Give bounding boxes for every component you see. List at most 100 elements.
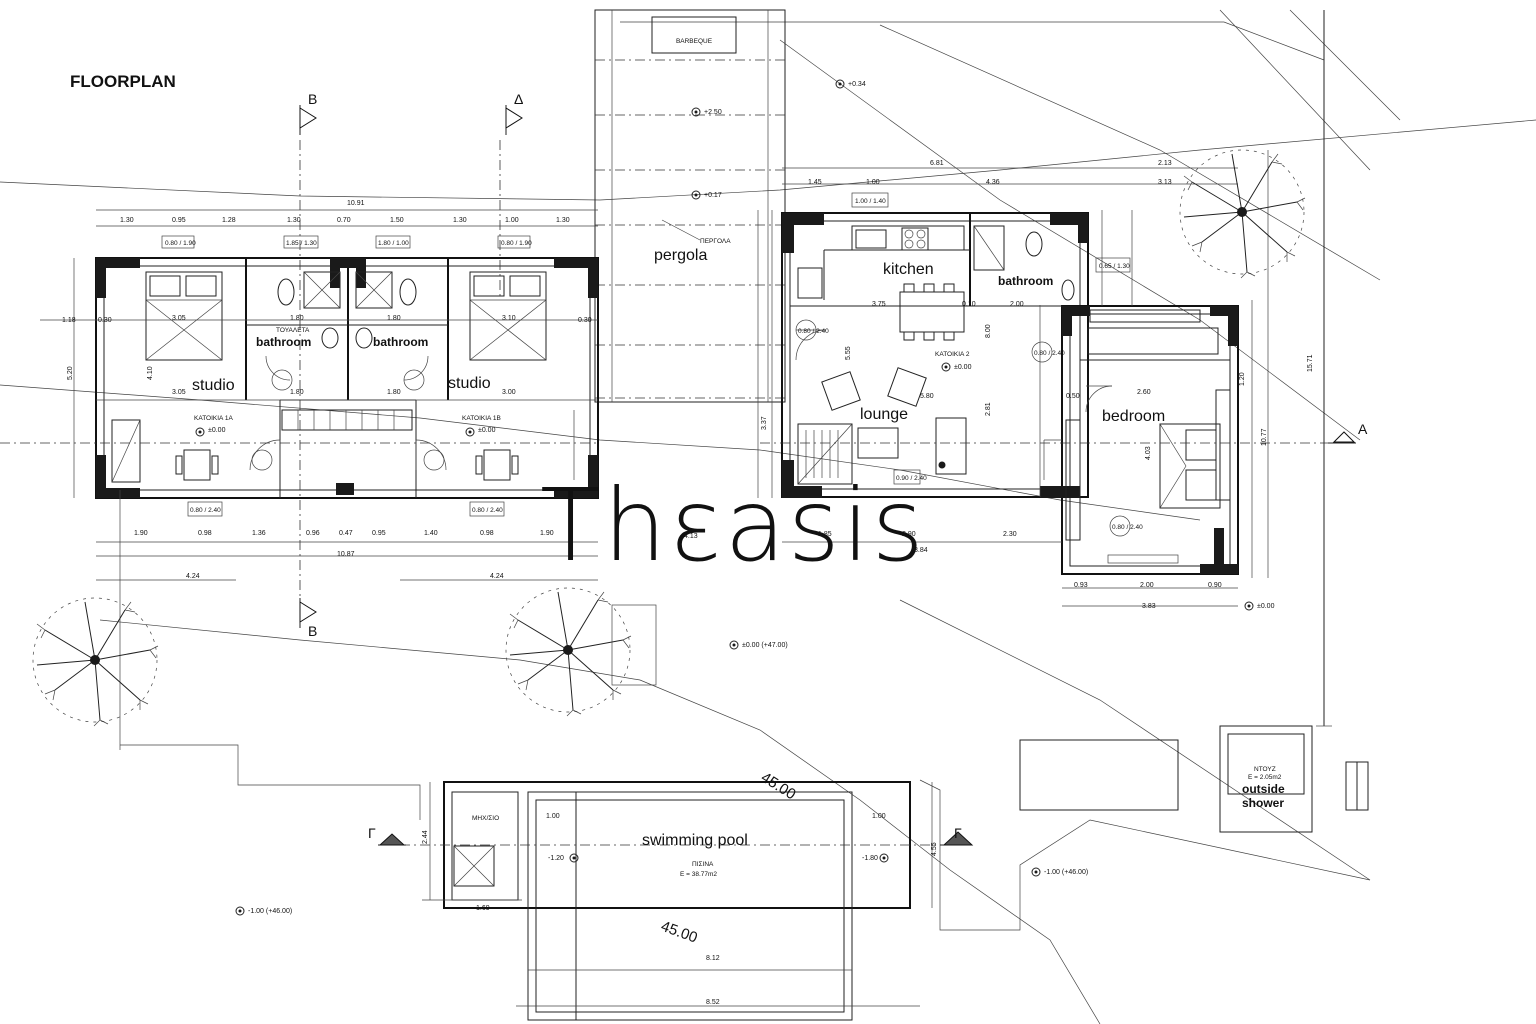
door-tag-2: 0.80 / 2.40 <box>472 507 503 514</box>
shower-area-label: E = 2.05m2 <box>1248 774 1282 781</box>
level-unit-1b: ±0.00 <box>478 427 496 434</box>
room-label-studio-a: studio <box>192 377 235 394</box>
dim-left-top-1: 1.30 <box>120 217 134 224</box>
left-dimension-lines <box>0 140 600 750</box>
dim-bedroom-bottom-1: 0.93 <box>1074 582 1088 589</box>
level-marker-terrace: ±0.00 (+47.00) <box>742 642 788 649</box>
dim-right-inner-6: 2.81 <box>985 402 992 416</box>
barbeque-label: BARBEQUE <box>676 38 713 45</box>
door-tag-1: 0.80 / 2.40 <box>190 507 221 514</box>
dim-bedroom-bottom-3: 0.90 <box>1208 582 1222 589</box>
door-tag-4: 0.80 / 2.40 <box>798 328 829 335</box>
room-label-bathroom-a: bathroom <box>256 335 311 349</box>
section-letter-d-top: Δ <box>514 91 523 107</box>
thesis-watermark: Thεasis <box>540 467 926 584</box>
left-level-markers <box>195 427 475 437</box>
dim-right-inner-2: 0.10 <box>962 301 976 308</box>
dim-right-top-5: 4.36 <box>986 179 1000 186</box>
level-marker-3: +0.17 <box>704 192 722 199</box>
dim-pool-2: 1.00 <box>872 813 886 820</box>
dim-pool-5: 8.12 <box>706 955 720 962</box>
unit-label-1a: ΚΑΤΟΙΚΙΑ 1Α <box>194 415 233 422</box>
dim-inner-7: 1.80 <box>290 389 304 396</box>
right-opening-tags: 1.00 / 1.40 0.65 / 1.30 0.90 / 2.40 0.80… <box>795 192 1143 537</box>
dim-right-v-1: 15.71 <box>1307 354 1314 372</box>
door-tag-3: 0.90 / 2.40 <box>896 475 927 482</box>
toilet-label: ΤΟΥΑΛΕΤΑ <box>276 327 310 334</box>
dim-left-side-1: 4.24 <box>186 573 200 580</box>
section-marker-g-left <box>378 833 406 846</box>
dim-left-top-9: 1.30 <box>556 217 570 224</box>
dim-right-inner-7: 2.60 <box>1137 389 1151 396</box>
dim-right-v-4: 4.03 <box>1145 446 1152 460</box>
dim-left-top-6: 1.50 <box>390 217 404 224</box>
section-marker-b-top <box>299 105 317 135</box>
level-marker-1: +0.34 <box>848 81 866 88</box>
dim-left-top-4: 1.30 <box>287 217 301 224</box>
level-unit-1a: ±0.00 <box>208 427 226 434</box>
door-tag-6: 0.80 / 2.40 <box>1112 524 1143 531</box>
dim-left-bottom-2: 0.98 <box>198 530 212 537</box>
outdoor-block <box>1019 739 1179 811</box>
unit-label-1b: ΚΑΤΟΙΚΙΑ 1Β <box>462 415 501 422</box>
dim-pool-4: 1.69 <box>476 905 490 912</box>
window-tag-4: 0.80 / 1.90 <box>501 240 532 247</box>
left-opening-tags: 0.80 / 1.90 1.85 / 1.30 1.80 / 1.00 0.80… <box>161 235 532 517</box>
pergola-structure: BARBEQUE <box>594 9 786 403</box>
window-tag-6: 0.65 / 1.30 <box>1099 263 1130 270</box>
section-marker-b-bottom <box>299 598 317 628</box>
dim-left-top-8: 1.00 <box>505 217 519 224</box>
dim-left-top-2: 0.95 <box>172 217 186 224</box>
dim-left-bottom-3: 1.36 <box>252 530 266 537</box>
dim-left-side-2: 4.24 <box>490 573 504 580</box>
plan-title: FLOORPLAN <box>70 72 176 91</box>
dim-left-v-2: 5.20 <box>67 366 74 380</box>
dim-right-top-6: 3.13 <box>1158 179 1172 186</box>
dim-left-bottom-4: 0.96 <box>306 530 320 537</box>
dim-left-total-top: 10.91 <box>347 200 365 207</box>
dim-inner-3: 1.80 <box>387 315 401 322</box>
room-label-swimming-pool: swimming pool <box>642 832 748 849</box>
door-tag-5: 0.80 / 2.40 <box>1034 350 1065 357</box>
dim-right-top-1: 6.81 <box>930 160 944 167</box>
section-marker-g-right <box>940 831 974 846</box>
room-label-pergola: pergola <box>654 247 707 264</box>
dim-pool-1: 1.00 <box>546 813 560 820</box>
shower-greek-label: ΝΤΟΥΖ <box>1254 766 1276 773</box>
dim-left-total-bottom: 10.87 <box>337 551 355 558</box>
room-label-kitchen: kitchen <box>883 261 934 278</box>
dim-right-bottom-2: 1.85 <box>818 531 832 538</box>
dim-left-bottom-8: 0.98 <box>480 530 494 537</box>
room-label-bedroom: bedroom <box>1102 408 1165 425</box>
dim-left-v-5: 0.30 <box>578 317 592 324</box>
contour-label-1: 45.00 <box>758 769 799 803</box>
window-tag-1: 0.80 / 1.90 <box>165 240 196 247</box>
window-tag-5: 1.00 / 1.40 <box>855 198 886 205</box>
dim-pool-7: 4.55 <box>931 842 938 856</box>
site-lines <box>0 9 1536 1024</box>
level-marker-pool-right: -1.80 <box>862 855 878 862</box>
dim-bedroom-total: 3.83 <box>1142 603 1156 610</box>
barbeque-box <box>651 16 737 54</box>
dim-pool-3: 2.44 <box>422 830 429 844</box>
section-marker-d-top <box>505 105 523 135</box>
dim-right-v-5: 3.37 <box>761 416 768 430</box>
room-label-lounge: lounge <box>860 406 908 423</box>
dim-right-top-2: 2.13 <box>1158 160 1172 167</box>
dim-inner-1: 3.05 <box>172 315 186 322</box>
dim-inner-6: 3.00 <box>502 389 516 396</box>
level-marker-2: +2.50 <box>704 109 722 116</box>
outside-shower-structure <box>1219 725 1313 833</box>
dim-bedroom-bottom-2: 2.00 <box>1140 582 1154 589</box>
level-marker-left-ground: -1.00 (+46.00) <box>248 908 292 915</box>
section-marker-a <box>1328 431 1356 444</box>
dim-left-v-4: 4.10 <box>147 366 154 380</box>
dim-inner-2: 1.80 <box>290 315 304 322</box>
swimming-pool <box>400 781 960 1021</box>
left-building <box>95 257 599 499</box>
dim-left-bottom-5: 0.47 <box>339 530 353 537</box>
dim-left-top-3: 1.28 <box>222 217 236 224</box>
section-letter-b-top: B <box>308 91 317 107</box>
dim-left-top-5: 0.70 <box>337 217 351 224</box>
